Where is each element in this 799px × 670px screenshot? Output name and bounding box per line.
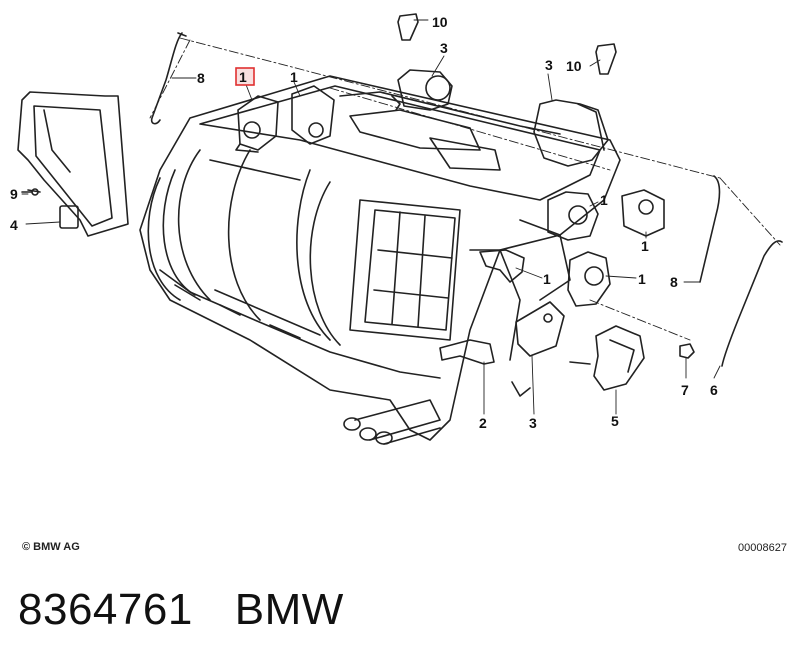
- actuator-1-top: [291, 85, 335, 145]
- callout-4: 4: [10, 217, 18, 233]
- callout-10-right: 10: [566, 58, 582, 74]
- clip-10-top: [397, 13, 419, 41]
- callout-2: 2: [479, 415, 487, 431]
- callout-labels: 1 1 8 10 3 3 10 9 4 1 1 1 1 8 2 3 5 7 6: [10, 14, 718, 431]
- actuator-1-right-a: [547, 191, 599, 241]
- copyright-notice: © BMW AG: [22, 541, 80, 553]
- actuator-1-mid: [567, 251, 611, 307]
- nut-7: [679, 343, 695, 359]
- callout-6: 6: [710, 382, 718, 398]
- screw-9: [21, 188, 39, 196]
- selected-part-highlight: [235, 67, 255, 86]
- heater-pipes: [343, 399, 441, 445]
- actuator-5: [569, 325, 645, 391]
- callout-1-lever: 1: [543, 271, 551, 287]
- callout-10-top: 10: [432, 14, 448, 30]
- motor-3-top: [391, 69, 453, 111]
- callout-7: 7: [681, 382, 689, 398]
- motor-3-right: [533, 99, 609, 167]
- bracket-3-bottom: [511, 301, 565, 397]
- cover-part-4: [17, 91, 129, 237]
- callout-8-right: 8: [670, 274, 678, 290]
- callout-1-right-b: 1: [641, 238, 649, 254]
- actuator-1-highlighted: [235, 95, 279, 153]
- callout-1-mid: 1: [638, 271, 646, 287]
- part-number: 8364761: [18, 585, 193, 634]
- callout-1-right-a: 1: [600, 192, 608, 208]
- callout-9: 9: [10, 186, 18, 202]
- lever-2: [439, 339, 495, 365]
- brand-name: BMW: [234, 585, 344, 634]
- parts-diagram: 1 1 8 10 3 3 10 9 4 1 1 1 1 8 2 3 5 7 6: [10, 13, 783, 445]
- callout-5: 5: [611, 413, 619, 429]
- actuator-1-right-b: [621, 189, 665, 237]
- callout-8-left: 8: [197, 70, 205, 86]
- lever-1: [479, 249, 525, 283]
- callout-3-right: 3: [545, 57, 553, 73]
- callout-1-top: 1: [290, 69, 298, 85]
- leader-lines: [21, 19, 721, 415]
- part-caption: 8364761 BMW: [18, 585, 344, 635]
- rod-left-8: [150, 32, 183, 125]
- callout-3-top: 3: [440, 40, 448, 56]
- document-number: 00008627: [738, 542, 787, 554]
- callout-1-highlighted: 1: [239, 69, 247, 85]
- heater-housing: [139, 75, 621, 441]
- callout-3-bottom: 3: [529, 415, 537, 431]
- rod-6: [721, 240, 783, 367]
- rod-right-8: [699, 175, 721, 283]
- clip-10-right: [595, 43, 617, 75]
